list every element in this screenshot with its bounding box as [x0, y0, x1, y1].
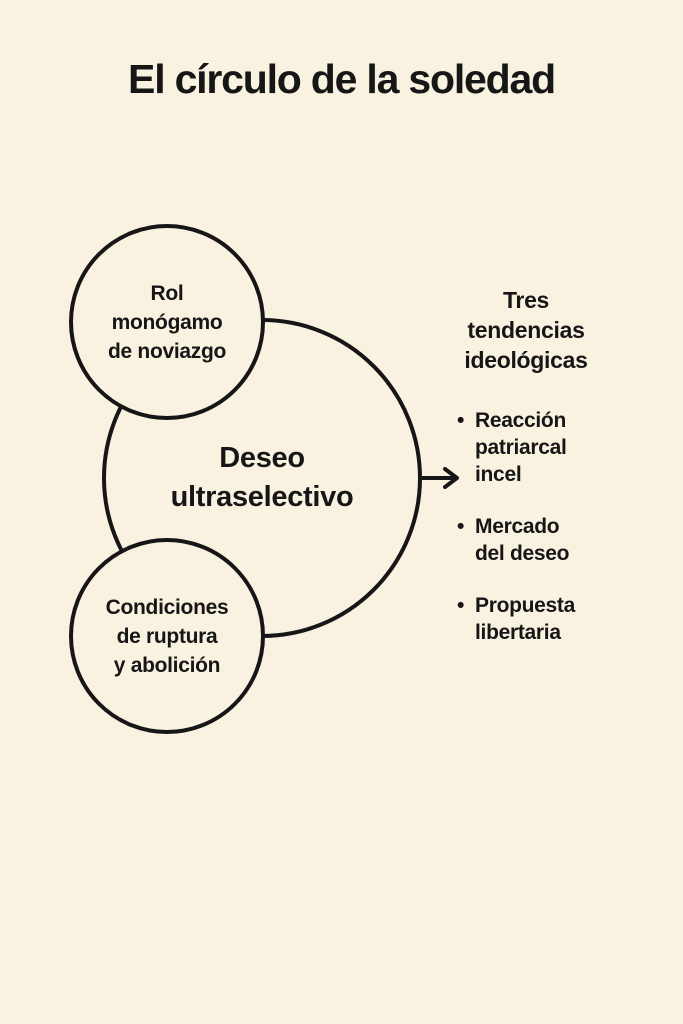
list-item: • Propuesta libertaria: [457, 592, 575, 646]
list-title: Tres tendencias ideológicas: [464, 287, 588, 373]
circle-rol-monogamo: Rol monógamo de noviazgo: [69, 224, 265, 420]
tendencias-list: • Reacción patriarcal incel • Mercado de…: [457, 407, 575, 671]
circle-label-deseo: Deseo ultraselectivo: [170, 442, 354, 513]
bullet-icon: •: [457, 515, 465, 538]
circle-label-rol: Rol monógamo de noviazgo: [107, 281, 227, 363]
list-item-label: Propuesta libertaria: [475, 594, 575, 644]
page-title: El círculo de la soledad: [128, 56, 556, 102]
list-item-label: Reacción patriarcal incel: [475, 409, 567, 486]
bullet-icon: •: [457, 594, 465, 617]
circle-condiciones: Condiciones de ruptura y abolición: [69, 538, 265, 734]
list-item: • Mercado del deseo: [457, 513, 575, 567]
list-item-label: Mercado del deseo: [475, 515, 570, 565]
arrow-right-icon: [419, 467, 459, 489]
list-item: • Reacción patriarcal incel: [457, 407, 575, 488]
bullet-icon: •: [457, 409, 465, 432]
circle-label-condiciones: Condiciones de ruptura y abolición: [105, 595, 229, 677]
